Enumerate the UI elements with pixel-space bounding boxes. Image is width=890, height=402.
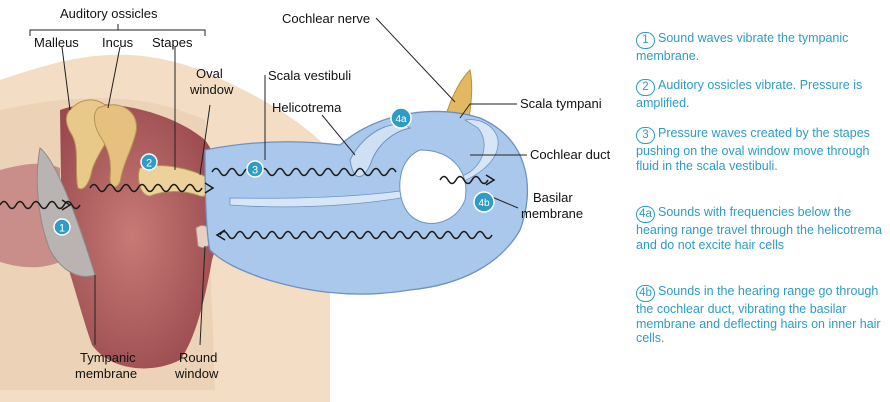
label-basilar-1: Basilar (533, 190, 573, 205)
marker-4a: 4a (390, 107, 412, 129)
label-oval-window-2: window (189, 82, 234, 97)
sound-wave-ossicles (89, 183, 203, 193)
svg-text:1: 1 (59, 223, 65, 235)
step-text: Sound waves vibrate the tympanic membran… (636, 31, 849, 63)
label-cochlear-nerve: Cochlear nerve (282, 11, 370, 26)
step-text: Sounds in the hearing range go through t… (636, 284, 881, 345)
svg-text:2: 2 (146, 158, 152, 170)
step-text: Pressure waves created by the stapes pus… (636, 126, 870, 173)
marker-1: 1 (53, 218, 71, 236)
label-cochlear-duct: Cochlear duct (530, 147, 611, 162)
label-auditory-ossicles: Auditory ossicles (60, 6, 158, 21)
label-stapes: Stapes (152, 35, 193, 50)
marker-3: 3 (246, 160, 264, 178)
label-helicotrema: Helicotrema (272, 100, 342, 115)
label-oval-window-1: Oval (196, 66, 223, 81)
sound-wave-duct (439, 175, 489, 185)
step-text: Auditory ossicles vibrate. Pressure is a… (636, 78, 863, 110)
step-number: 2 (636, 79, 655, 96)
step-number: 1 (636, 32, 655, 49)
label-round-window-2: window (174, 366, 219, 381)
label-scala-vestibuli: Scala vestibuli (268, 68, 351, 83)
wave-arrow-1 (61, 199, 72, 211)
svg-text:3: 3 (252, 165, 258, 177)
step-number: 3 (636, 127, 655, 144)
cochlea-inner-hole (399, 149, 467, 224)
label-malleus: Malleus (34, 35, 79, 50)
sound-wave-tympani (219, 230, 493, 240)
label-incus: Incus (102, 35, 134, 50)
label-tympanic-2: membrane (75, 366, 137, 381)
sound-wave-vestibuli (211, 167, 397, 177)
svg-text:4b: 4b (478, 198, 490, 209)
label-round-window-1: Round (179, 350, 217, 365)
wave-arrow-3 (215, 229, 226, 241)
helicotrema-coil (349, 124, 412, 177)
marker-4b: 4b (473, 191, 495, 213)
marker-2: 2 (140, 153, 158, 171)
leader-lines (61, 17, 527, 346)
ossicles-bracket (29, 24, 206, 36)
tympanic-membrane-shape (36, 147, 96, 277)
wave-arrow-2 (204, 182, 215, 194)
incus-shape (93, 104, 137, 188)
label-tympanic-1: Tympanic (80, 350, 136, 365)
svg-text:4a: 4a (395, 114, 407, 125)
step-number: 4b (636, 285, 655, 302)
step-text: Sounds with frequencies below the hearin… (636, 205, 882, 252)
wave-arrow-4 (485, 174, 496, 186)
label-basilar-2: membrane (521, 206, 583, 221)
stapes-shape (137, 165, 211, 197)
label-scala-tympani: Scala tympani (520, 96, 602, 111)
step-number: 4a (636, 206, 655, 223)
